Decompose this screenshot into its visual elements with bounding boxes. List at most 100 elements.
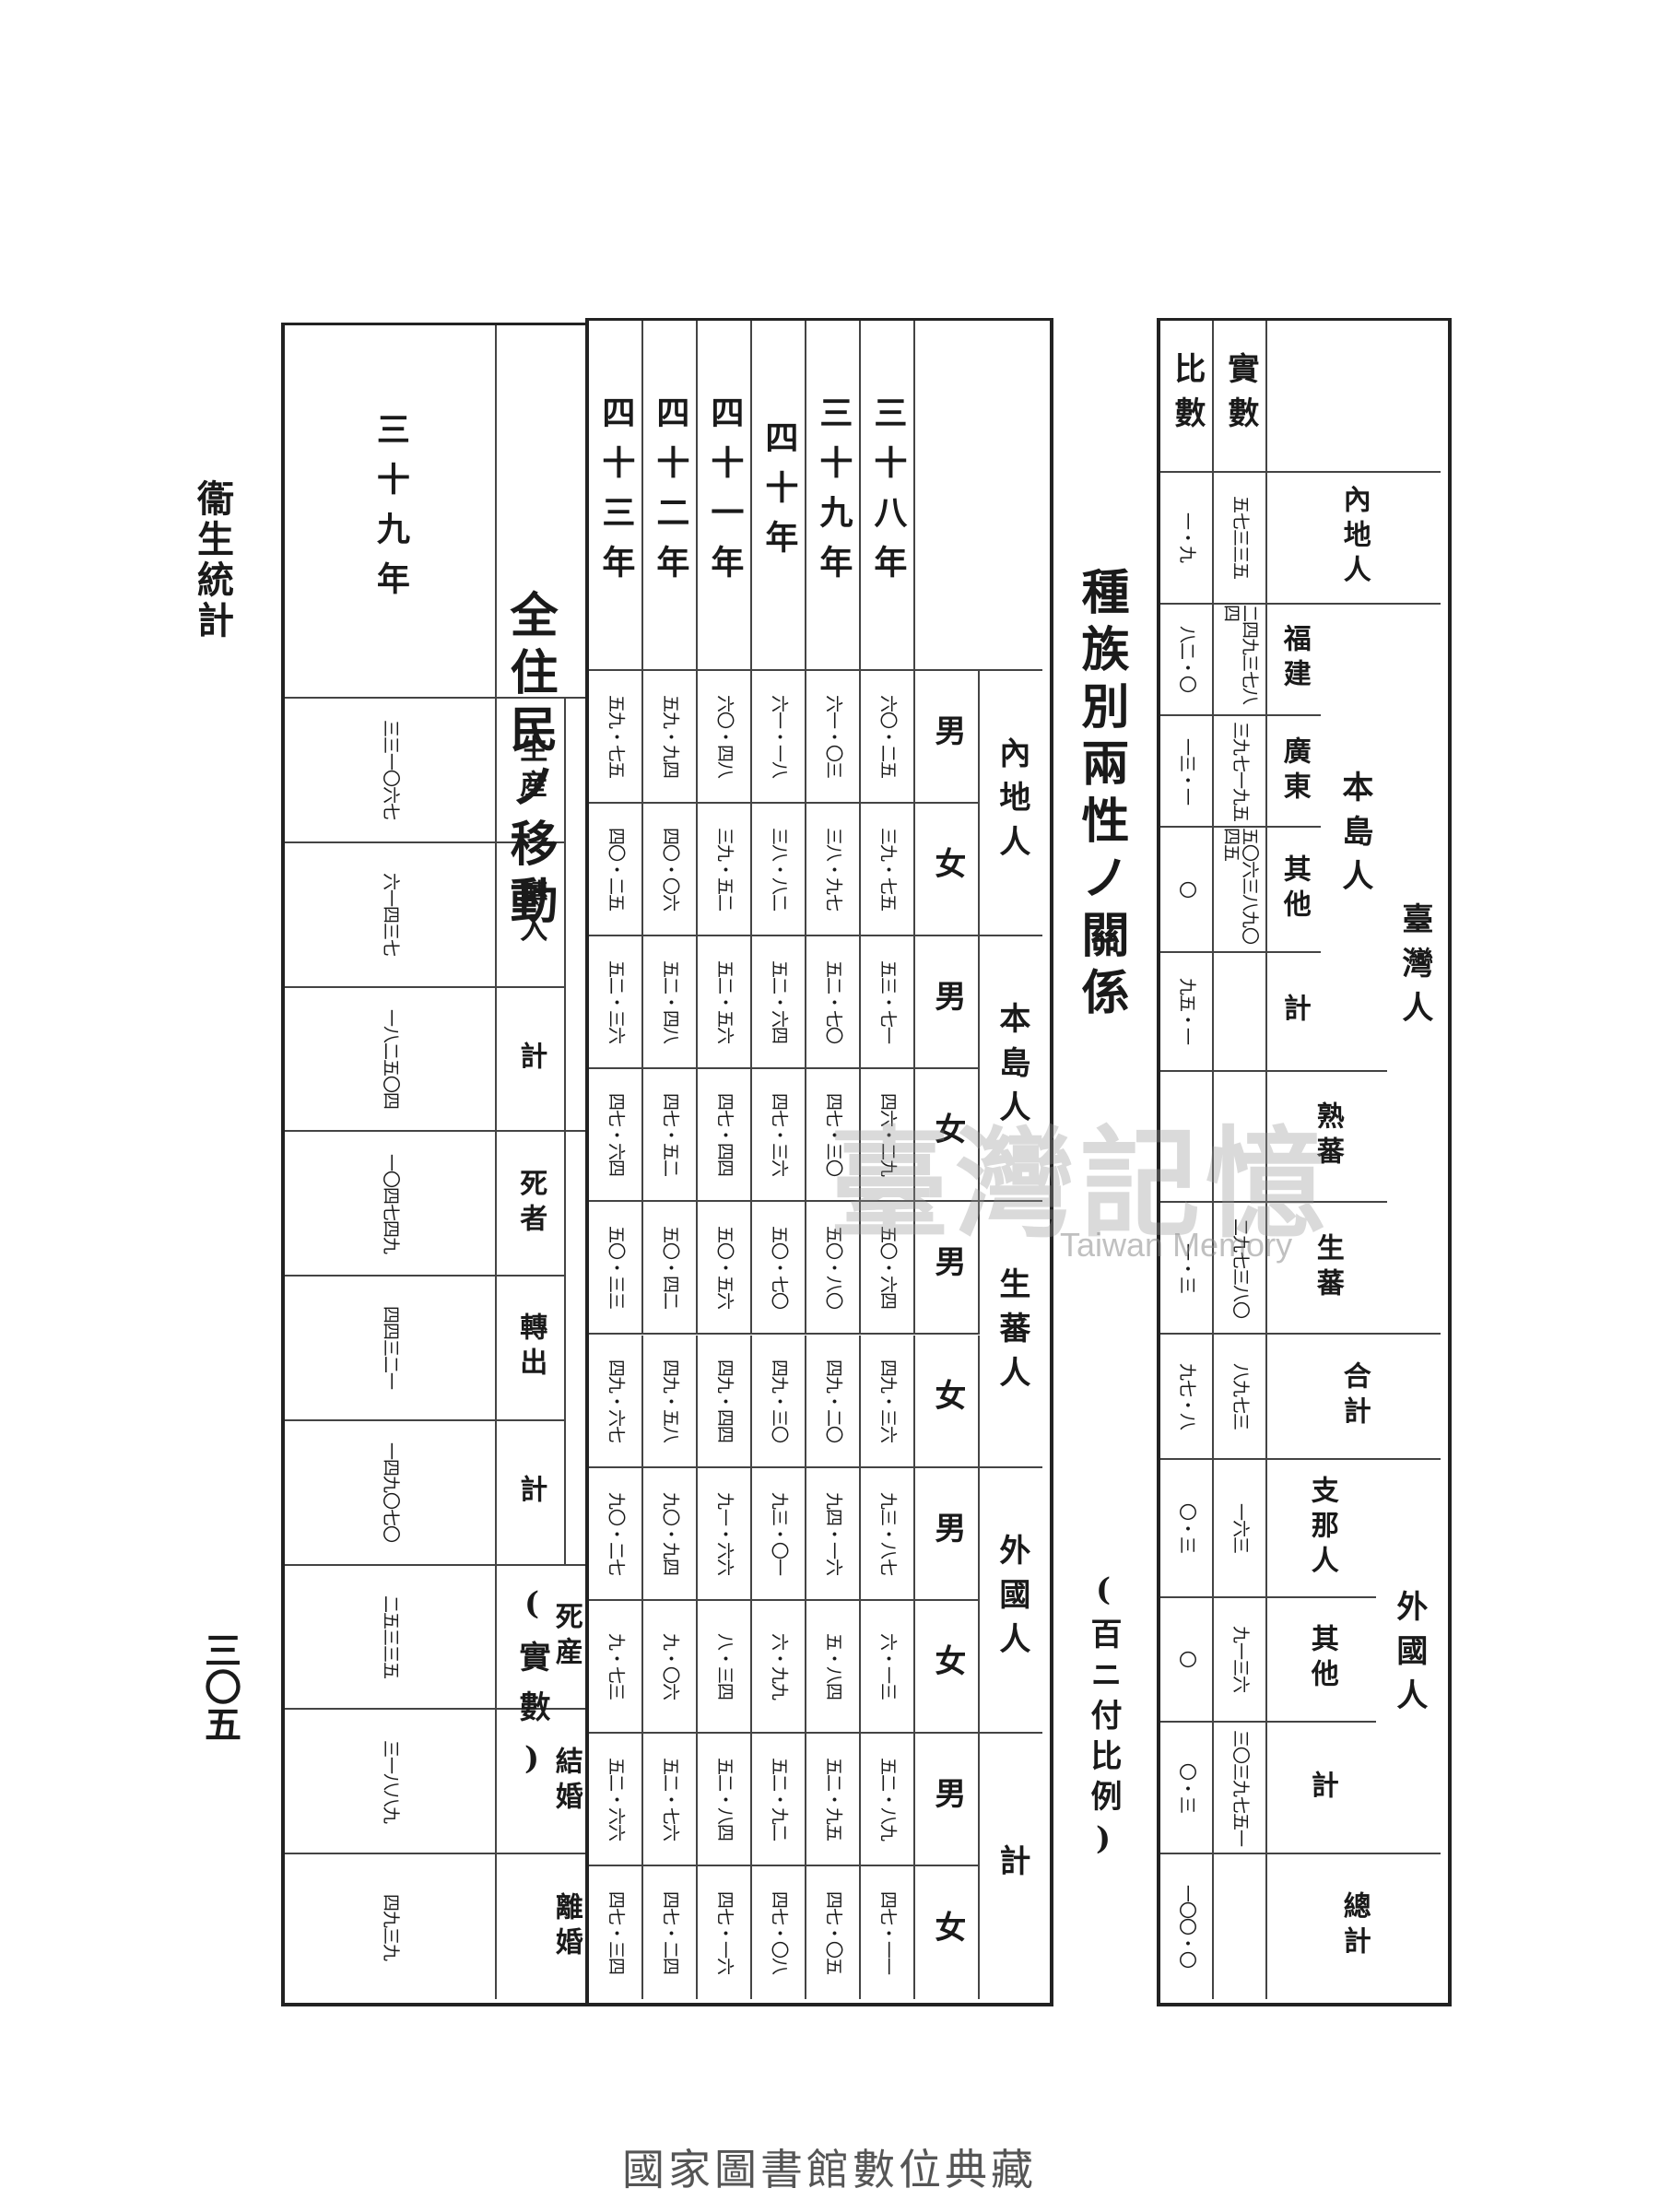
actual-count-cell xyxy=(1214,1853,1267,1999)
year-header: 四十三年 xyxy=(589,321,643,671)
value-cell: 一八二五〇四 xyxy=(285,987,497,1133)
ratio-value-cell: 九七・八 xyxy=(1160,1335,1214,1460)
row-label: 結婚 xyxy=(497,1710,635,1855)
ratio-cell: 五〇・七〇 xyxy=(752,1202,806,1335)
column-label: 福建 xyxy=(1267,605,1321,717)
actual-count-cell: 五七三三五 xyxy=(1214,473,1267,605)
year-header: 四十年 xyxy=(752,321,806,671)
page-number: 三〇五 xyxy=(198,1631,241,1742)
ratio-value-cell: 〇・三 xyxy=(1160,1723,1214,1854)
sex-label: 男 xyxy=(915,936,980,1070)
watermark-logo: 臺灣記憶 xyxy=(830,1113,1332,1254)
row-label: 死産 xyxy=(497,1566,635,1711)
ratio-cell: 六〇・二五 xyxy=(861,671,915,805)
ratio-cell: 九三・〇一 xyxy=(752,1467,806,1601)
actual-count-cell: 九一三六 xyxy=(1214,1597,1267,1724)
column-label: 支那人 xyxy=(1267,1460,1376,1598)
column-label: 熟蕃 xyxy=(1267,1072,1387,1204)
ratio-cell: 四九・六七 xyxy=(589,1335,643,1468)
group-label: 計 xyxy=(993,1843,1030,1888)
ratio-cell: 五二・七〇 xyxy=(806,936,861,1070)
row-label: 計 xyxy=(497,987,566,1133)
sex-label: 男 xyxy=(915,1467,980,1601)
column-label: 廣東 xyxy=(1267,716,1321,829)
value-cell: 四九三九 xyxy=(285,1854,497,1999)
sex-label: 男 xyxy=(915,1202,980,1335)
race-sex-table: 實數比數內地人五七三三五一・九福建二四九三七八四八二・〇廣東三九七一九五一三・一… xyxy=(1157,318,1452,2006)
ratio-cell: 三八・九七 xyxy=(806,804,861,937)
year-label: 三十九年 xyxy=(285,325,497,699)
ratio-cell: 四七・四四 xyxy=(698,1069,752,1203)
ratio-value-cell: 〇 xyxy=(1160,1597,1214,1724)
sex-label: 男 xyxy=(915,671,980,805)
ratio-cell: 五二・七六 xyxy=(643,1733,698,1866)
header-blank xyxy=(497,325,635,699)
row-label: 計 xyxy=(497,1420,566,1566)
column-label: 其他 xyxy=(1267,828,1321,954)
ratio-value-cell: 一・三 xyxy=(1160,1203,1214,1335)
ratio-cell: 四〇・〇六 xyxy=(643,804,698,937)
ratio-cell: 五二・九五 xyxy=(806,1733,861,1866)
ratio-value-cell: 一三・一 xyxy=(1160,716,1214,829)
ratio-cell: 四七・三六 xyxy=(752,1069,806,1203)
column-label: 內地人 xyxy=(1267,473,1441,605)
ratio-cell: 四七・六四 xyxy=(589,1069,643,1203)
ratio-cell: 四九・四四 xyxy=(698,1335,752,1468)
ratio-cell: 四九・五八 xyxy=(643,1335,698,1468)
ratio-cell: 五二・八四 xyxy=(698,1733,752,1866)
ratio-cell: 五二・六四 xyxy=(752,936,806,1070)
ratio-cell: 五〇・三三 xyxy=(589,1202,643,1335)
ratio-cell: 三九・七五 xyxy=(861,804,915,937)
ratio-cell: 六一・一八 xyxy=(752,671,806,805)
actual-count-cell xyxy=(1214,1071,1267,1204)
ratio-cell: 六一・〇三 xyxy=(806,671,861,805)
ratio-cell: 五〇・五六 xyxy=(698,1202,752,1335)
ratio-cell: 六・九九 xyxy=(752,1600,806,1734)
row-label: 生産 xyxy=(497,699,566,843)
row-label: 轉出 xyxy=(497,1277,566,1421)
row-label-actual: 實數 xyxy=(1214,321,1267,473)
ratio-cell: 四七・一六 xyxy=(698,1865,752,1999)
ratio-cell: 九・七三 xyxy=(589,1600,643,1734)
column-label: 生蕃 xyxy=(1267,1203,1387,1335)
movement-table-unit: (實數) xyxy=(513,1585,550,1795)
actual-count-cell: 五〇六三八九〇四五 xyxy=(1214,828,1267,954)
ratio-cell: 四七・五二 xyxy=(643,1069,698,1203)
year-header: 三十九年 xyxy=(806,321,861,671)
value-cell: 六一四三七 xyxy=(285,842,497,988)
race-sex-table-unit: (百ニ付比例) xyxy=(1085,1571,1122,1866)
column-label: 計 xyxy=(1267,1723,1376,1854)
running-head: 衞生統計 xyxy=(191,479,234,641)
value-cell: 一四九〇七〇 xyxy=(285,1420,497,1566)
value-cell: 一〇四七四九 xyxy=(285,1132,497,1277)
ratio-cell: 五二・六六 xyxy=(589,1733,643,1866)
ratio-cell: 四〇・二五 xyxy=(589,804,643,937)
ratio-cell: 九〇・九四 xyxy=(643,1467,698,1601)
ratio-value-cell: 八二・〇 xyxy=(1160,604,1214,717)
value-cell: 四四三二一 xyxy=(285,1277,497,1421)
actual-count-cell: 二四九三七八四 xyxy=(1214,604,1267,717)
row-label: 離婚 xyxy=(549,1891,582,1962)
ratio-cell: 九三・八七 xyxy=(861,1467,915,1601)
ratio-cell: 六・一三 xyxy=(861,1600,915,1734)
ratio-cell: 三八・八二 xyxy=(752,804,806,937)
sex-ratio-by-year-table: 三十八年三十九年四十年四十一年四十二年四十三年內地人本島人生蕃人外國人計男六〇・… xyxy=(585,318,1053,2006)
race-sex-table-title: 種族別兩性ノ關係 xyxy=(1073,567,1129,1024)
hontojin-group-label: 本島人 xyxy=(1321,604,1387,1072)
ratio-cell: 四七・一一 xyxy=(861,1865,915,1999)
ratio-cell: 五〇・八〇 xyxy=(806,1202,861,1335)
ratio-value-cell: 九五・一 xyxy=(1160,953,1214,1072)
ratio-cell: 四九・三六 xyxy=(861,1335,915,1468)
ratio-cell: 四七・三四 xyxy=(589,1865,643,1999)
ratio-cell: 四七・三〇 xyxy=(806,1069,861,1203)
ratio-cell: 五九・七五 xyxy=(589,671,643,805)
ratio-cell: 九・〇六 xyxy=(643,1600,698,1734)
ratio-cell: 五二・九二 xyxy=(752,1733,806,1866)
watermark-english: Taiwan Memory xyxy=(1060,1226,1293,1264)
value-cell: 三一八八九 xyxy=(285,1710,497,1855)
group-label: 內地人 xyxy=(980,671,1042,937)
taiwanese-group-label: 臺灣人 xyxy=(1387,604,1441,1335)
ratio-cell: 九四・一六 xyxy=(806,1467,861,1601)
sex-label: 女 xyxy=(915,1069,980,1203)
ratio-cell: 五二・八九 xyxy=(861,1733,915,1866)
